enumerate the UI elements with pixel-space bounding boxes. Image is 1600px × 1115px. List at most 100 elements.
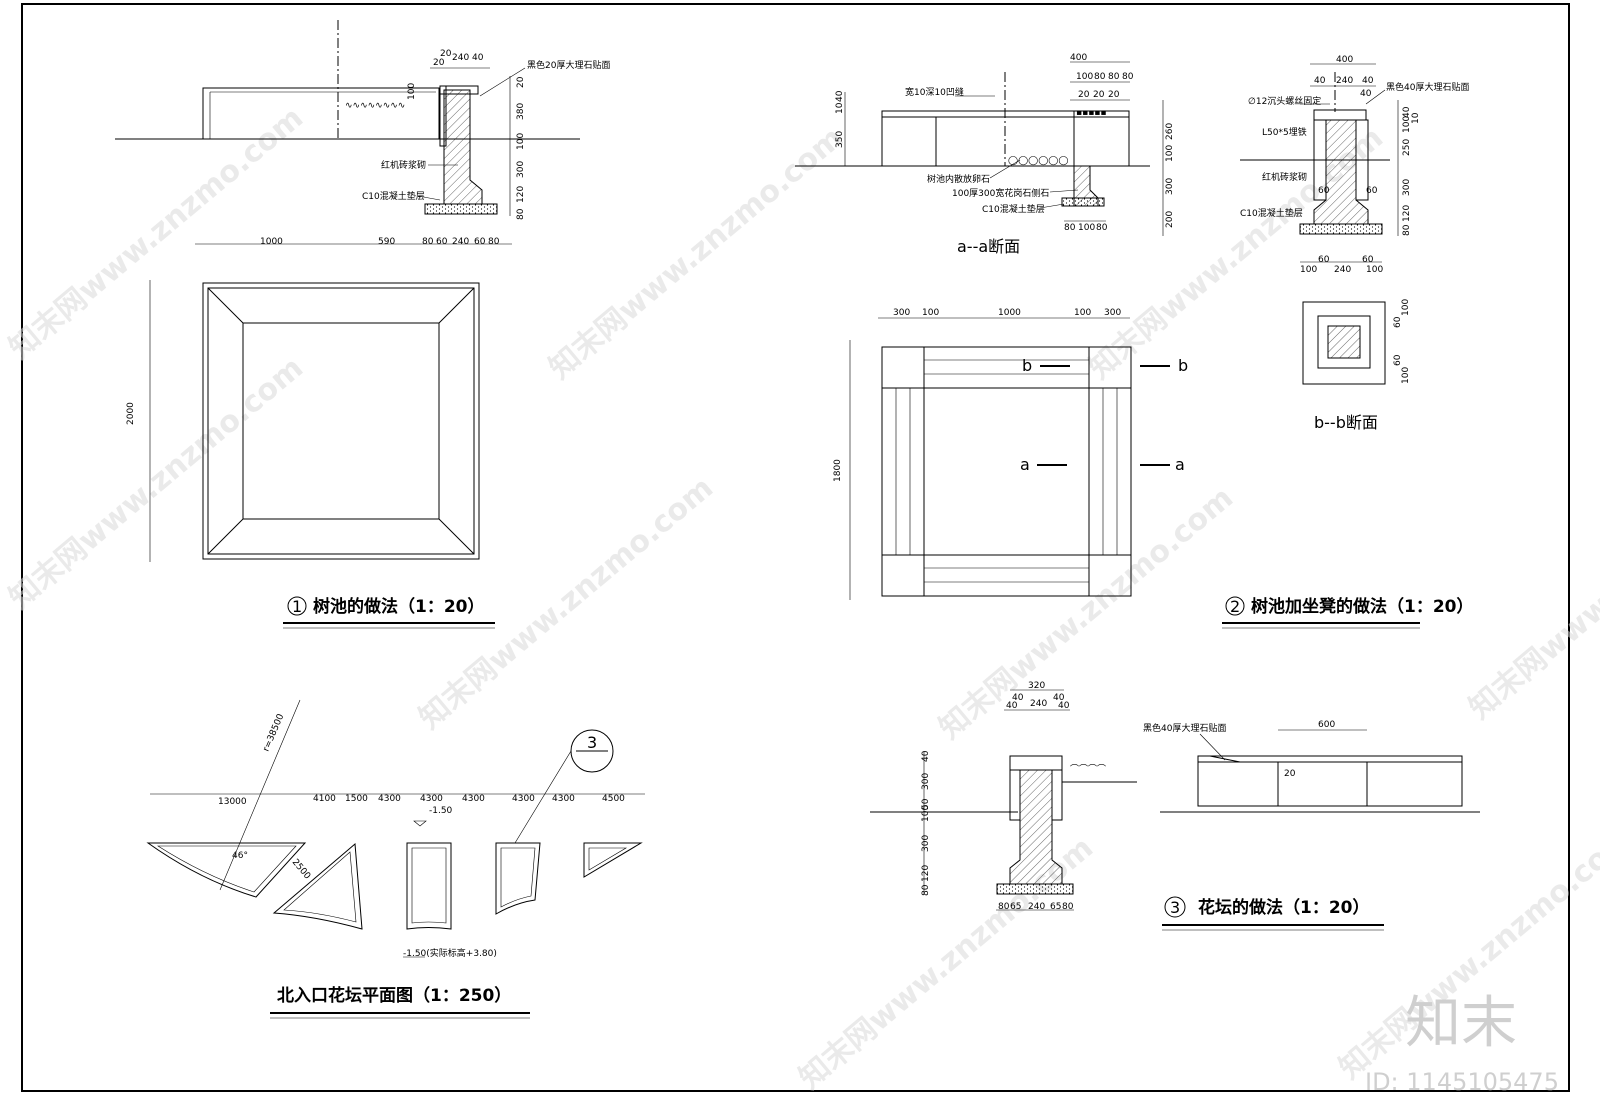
dim-label: 60: [474, 237, 486, 247]
label-concrete: C10混凝土垫层: [982, 203, 1045, 215]
dim-label: 60: [1366, 186, 1378, 196]
svg-text:◯◯◯◯◯◯: ◯◯◯◯◯◯: [1008, 156, 1068, 166]
dim-label: 20: [433, 58, 445, 68]
svg-text:▪▪▪▪▪: ▪▪▪▪▪: [1076, 108, 1107, 118]
watermark-text: 知末网www.znzmo.com: [3, 350, 310, 616]
label-concrete: C10混凝土垫层: [362, 190, 425, 202]
detail3-elevation: 600 20 黑色40厚大理石贴面: [1143, 720, 1480, 813]
dim-label: 100: [407, 83, 417, 100]
label-curb: 100厚300宽花岗石侧石: [952, 187, 1049, 199]
detail1-plan: 2000: [126, 280, 480, 562]
dim-label: 80: [1096, 223, 1108, 233]
dim-label: 240: [452, 53, 469, 63]
detail1-section: ∿∿∿∿∿∿∿∿ 20 20 240 40 20 380 100 300 120…: [115, 20, 610, 247]
dim-label: 350: [835, 131, 845, 148]
detail3-section: ⌒⌒⌒⌒ 320 40 240 40 40 40 40 300 50 100 3…: [870, 681, 1137, 912]
watermark-text: 知末网www.znzmo.com: [543, 120, 850, 386]
dim-label: 40: [1012, 693, 1024, 703]
detail3-title: 3 花坛的做法（1：20）: [1162, 896, 1384, 931]
label-angle: L50*5埋铁: [1262, 126, 1307, 138]
dim-label: 100: [1401, 367, 1411, 384]
label-marble: 黑色40厚大理石贴面: [1386, 81, 1469, 93]
dim-label: 60: [436, 237, 448, 247]
dim-label: 80: [1062, 902, 1074, 912]
dim-label: 1000: [998, 308, 1021, 318]
dim-label: 100: [1300, 265, 1317, 275]
dim-label: 40: [1053, 693, 1065, 703]
dim-label: 380: [516, 103, 526, 120]
dim-label: 590: [378, 237, 395, 247]
dim-label: 80: [1402, 224, 1412, 236]
dim-label: 60: [1362, 255, 1374, 265]
dim-label: 60: [1393, 316, 1403, 328]
dim-label: 200: [1165, 211, 1175, 228]
dim-label: 300: [1165, 178, 1175, 195]
dim-label: 40: [921, 750, 931, 762]
dim-label: 60: [1318, 186, 1330, 196]
dim-label: 80: [422, 237, 434, 247]
dim-label: 40: [472, 53, 484, 63]
dim-label: 20: [1093, 90, 1105, 100]
detail2-title: 2 树池加坐凳的做法（1：20）: [1222, 596, 1474, 629]
dim-label: 100: [1078, 223, 1095, 233]
label-brick: 红机砖浆砌: [381, 159, 426, 171]
dim-label: 65: [1010, 902, 1021, 912]
dim-label: 120: [921, 865, 931, 882]
dim-label: 80: [488, 237, 500, 247]
detail2-title-text: 树池加坐凳的做法（1：20）: [1251, 596, 1474, 617]
dim-label: 40: [1006, 701, 1018, 711]
cut-label-b: b: [1178, 356, 1188, 375]
sheet-border: [21, 3, 1570, 1092]
dim-label: 80: [921, 884, 931, 896]
callout-number: 3: [587, 733, 597, 752]
dim-label: 40: [1314, 76, 1326, 86]
dim-label: 4300: [420, 794, 443, 804]
dim-label: 20: [1284, 769, 1296, 779]
dim-label: 260: [1165, 123, 1175, 140]
dim-label: 20: [440, 49, 452, 59]
dim-label: 120: [516, 186, 526, 203]
detail1-title-text: 树池的做法（1：20）: [313, 596, 485, 617]
dim-label: 10: [835, 102, 845, 114]
width-label: 2500: [290, 858, 313, 882]
dim-label: 4500: [602, 794, 625, 804]
detail2-section-bb: 400 40 240 40 40 40 10 100 250 300 120 8…: [1240, 55, 1469, 432]
dim-label: 300: [893, 308, 910, 318]
dim-label: 100: [1366, 265, 1383, 275]
north-entrance-plan: 13000 4100 1500 4300 4300 4300 4300 4300…: [146, 699, 645, 959]
dim-label: 300: [516, 161, 526, 178]
dim-label: 240: [1028, 902, 1045, 912]
north-plan-title-text: 北入口花坛平面图（1：250）: [277, 985, 511, 1006]
dim-label: 4300: [552, 794, 575, 804]
dim-label: 100: [1074, 308, 1091, 318]
dim-label: 13000: [218, 797, 247, 807]
dim-label: 300: [1104, 308, 1121, 318]
dim-label: 40: [1058, 701, 1070, 711]
dim-label: 240: [1030, 699, 1047, 709]
dim-label: 100: [1165, 145, 1175, 162]
dim-label: 1500: [345, 794, 368, 804]
title-number: 1: [292, 597, 302, 616]
dim-label: 1800: [833, 459, 843, 482]
watermark-text: 知末网www.znzmo.com: [3, 100, 310, 366]
title-number: 3: [1170, 898, 1180, 917]
brand-id: ID: 1145105475: [1365, 1068, 1559, 1096]
dim-label: 4300: [512, 794, 535, 804]
detail1-title: 1 树池的做法（1：20）: [283, 596, 495, 629]
dim-label: 40: [1362, 76, 1374, 86]
elevation-label: -1.50: [429, 806, 453, 816]
detail2-section-aa: ▪▪▪▪▪ ◯◯◯◯◯◯ 400 100 80 80 80 20 20 20 1…: [795, 53, 1175, 256]
dim-label: 50: [921, 798, 931, 810]
dim-label: 100: [921, 805, 931, 822]
dim-label: 250: [1402, 139, 1412, 156]
watermark-text: 知末网www.znzmo.com: [933, 480, 1240, 746]
watermark-text: 知末网www.znzmo.com: [1463, 460, 1600, 726]
angle-label: 46°: [232, 851, 248, 861]
label-marble: 黑色20厚大理石贴面: [527, 59, 610, 71]
dim-label: 300: [921, 835, 931, 852]
dim-label: 80: [998, 902, 1010, 912]
dim-label: 240: [1336, 76, 1353, 86]
dim-label: 40: [835, 90, 845, 102]
dim-label: 100: [1076, 72, 1093, 82]
brand-block: 知末 ID: 1145105475: [1365, 991, 1559, 1096]
